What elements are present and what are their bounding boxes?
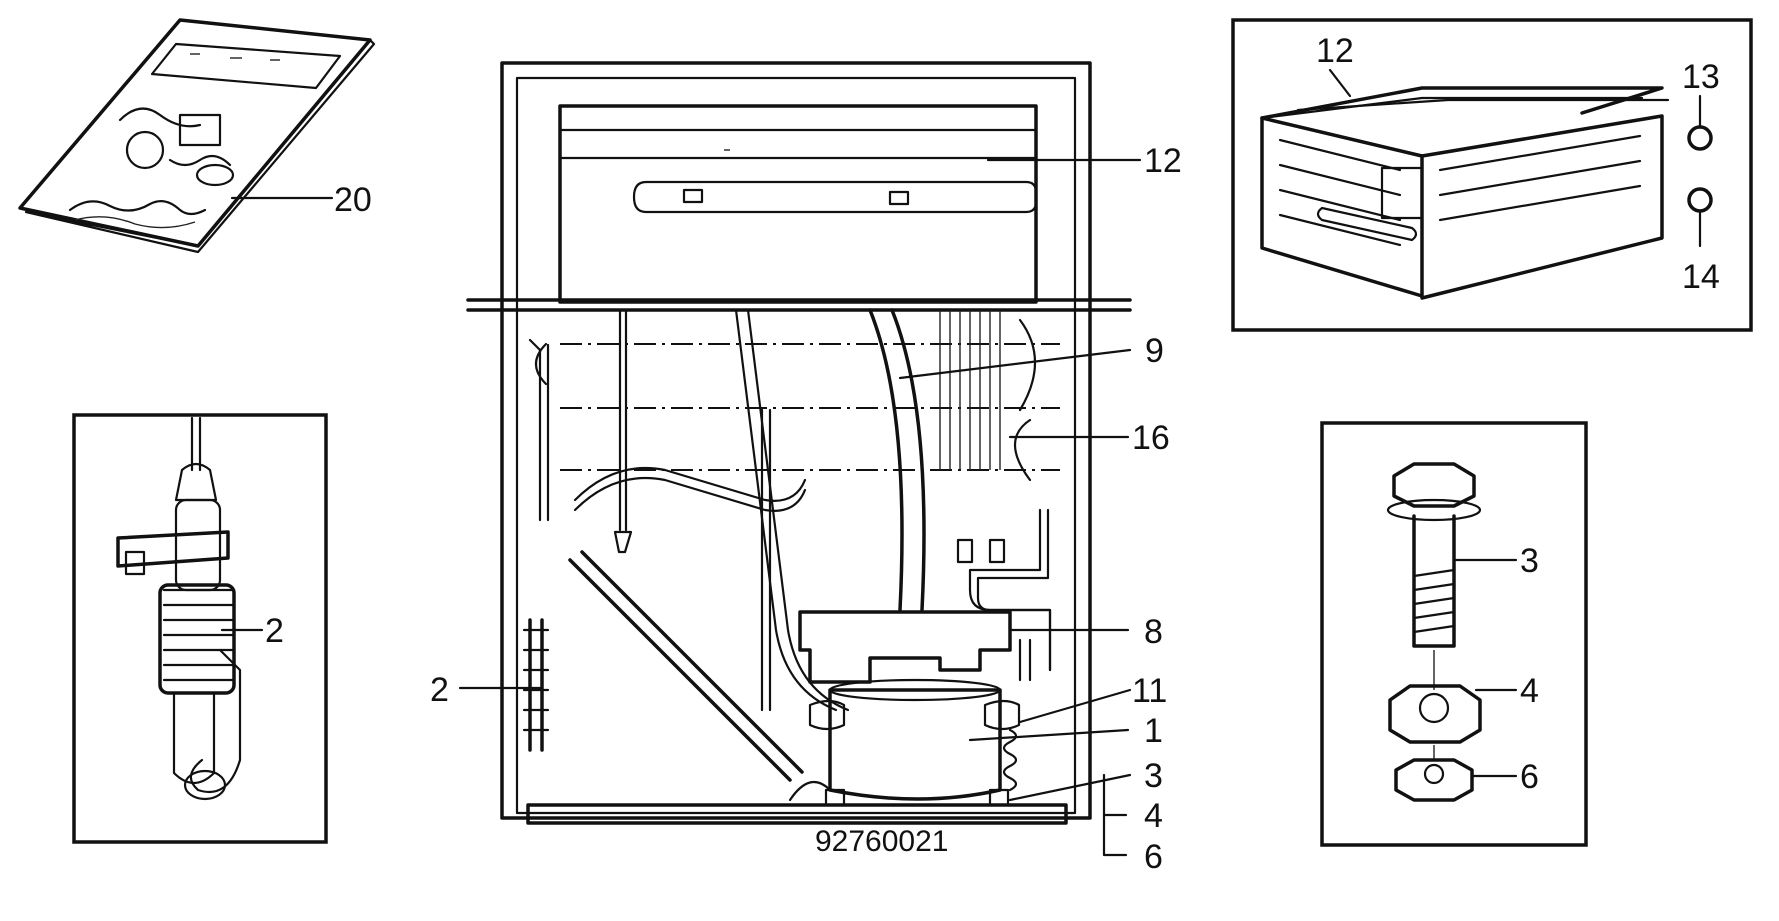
instruction-manual-illustration	[18, 18, 376, 254]
leader-line-evaporator-inset	[1328, 68, 1352, 98]
callout-screw-inset: 3	[1520, 542, 1539, 580]
evaporator-inset-panel	[1231, 18, 1753, 332]
callout-thermostat-main: 2	[430, 671, 449, 709]
part-code: 92760021	[815, 825, 948, 858]
callout-manual: 20	[334, 181, 372, 219]
fastener-inset-panel	[1320, 421, 1588, 847]
callout-washer-main: 6	[1144, 838, 1163, 876]
callout-burner: 1	[1144, 712, 1163, 750]
callout-cap-bottom: 14	[1682, 258, 1720, 296]
callout-absorber: 16	[1132, 419, 1170, 457]
callout-thermostat-inset: 2	[265, 612, 284, 650]
callout-evaporator-inset: 12	[1316, 32, 1354, 70]
thermostat-inset-panel	[72, 413, 328, 844]
callout-nut-main: 4	[1144, 797, 1163, 835]
callout-boiler-box: 8	[1144, 613, 1163, 651]
callout-cap-top: 13	[1682, 58, 1720, 96]
leader-lines-main	[458, 158, 1142, 857]
refrigerator-rear-view	[466, 61, 1132, 825]
callout-cooling-unit: 9	[1145, 332, 1164, 370]
callout-flue: 11	[1132, 672, 1167, 710]
callout-evaporator: 12	[1144, 142, 1182, 180]
callout-washer-inset: 6	[1520, 758, 1539, 796]
callout-nut-inset: 4	[1520, 672, 1539, 710]
callout-screw-main: 3	[1144, 757, 1163, 795]
